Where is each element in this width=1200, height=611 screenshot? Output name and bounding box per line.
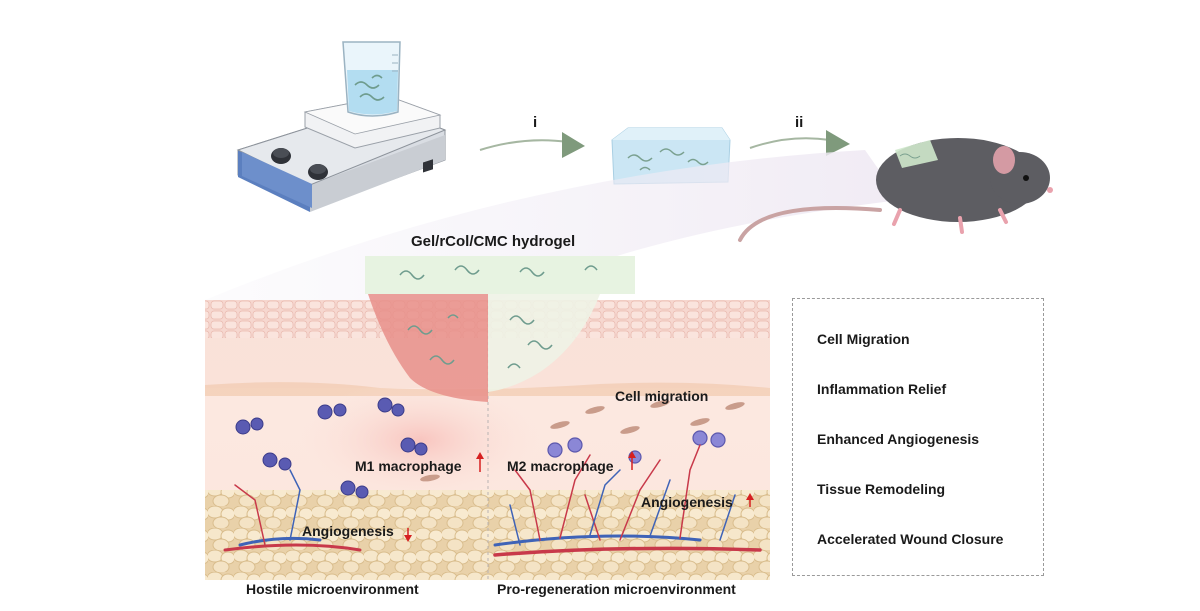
benefit-item: Accelerated Wound Closure <box>817 531 1004 547</box>
m2-macrophage-label: M2 macrophage <box>507 458 614 474</box>
left-panel-caption: Hostile microenvironment <box>246 581 419 597</box>
m1-up-arrow <box>476 452 484 472</box>
angiogenesis-right-label: Angiogenesis <box>641 494 733 510</box>
angio-down-arrow <box>404 528 412 542</box>
hydrogel-dressing <box>365 256 635 294</box>
m1-macrophages <box>235 397 428 499</box>
step-arrow-ii <box>749 130 850 156</box>
right-panel-caption: Pro-regeneration microenvironment <box>497 581 736 597</box>
step-ii-label: ii <box>795 114 804 131</box>
mouse-illustration <box>738 138 1053 242</box>
m2-up-arrow <box>628 451 636 470</box>
benefit-item: Cell Migration <box>817 331 910 347</box>
benefit-item: Tissue Remodeling <box>817 481 946 497</box>
m1-macrophage-label: M1 macrophage <box>355 458 462 474</box>
blood-vessels-right <box>493 444 762 557</box>
benefit-item: Inflammation Relief <box>817 381 947 397</box>
step-arrow-i <box>479 132 585 158</box>
cell-migration-label: Cell migration <box>615 388 709 404</box>
angiogenesis-left-label: Angiogenesis <box>302 523 394 539</box>
blood-vessels-left <box>223 469 362 552</box>
step-i-label: i <box>533 114 538 131</box>
angio-up-arrow <box>746 493 754 507</box>
benefits-box: Cell Migration Inflammation Relief Enhan… <box>792 298 1044 576</box>
beaker-illustration <box>342 41 401 117</box>
magnetic-stirrer-illustration <box>236 95 447 212</box>
m2-macrophages <box>547 430 726 464</box>
benefit-item: Enhanced Angiogenesis <box>817 431 980 447</box>
hydrogel-title: Gel/rCol/CMC hydrogel <box>411 233 576 250</box>
wound-bed <box>368 294 600 402</box>
migrating-cells <box>420 400 745 482</box>
